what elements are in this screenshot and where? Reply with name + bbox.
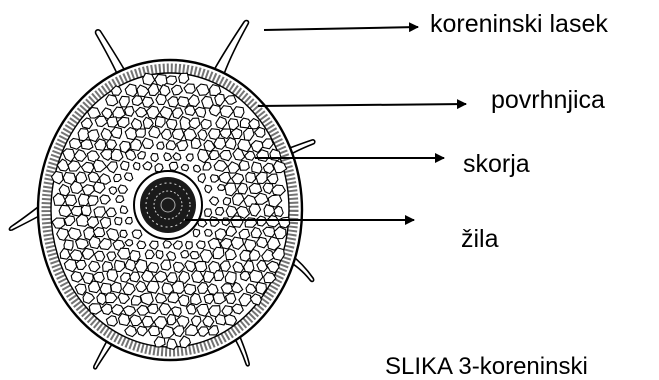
cortex-cell xyxy=(186,242,193,249)
cortex-cell xyxy=(131,296,141,306)
cortex-cell xyxy=(133,162,140,170)
cortex-cell xyxy=(125,217,132,224)
cortex-cell xyxy=(137,241,146,249)
arrow-epidermis xyxy=(258,104,466,106)
cortex-cell xyxy=(125,107,135,117)
cortex-cell xyxy=(115,217,122,225)
cortex-cell xyxy=(71,272,82,283)
cortex-cell xyxy=(252,162,262,173)
cortex-cell xyxy=(214,271,224,281)
cortex-cell xyxy=(169,162,178,170)
cortex-cell xyxy=(121,161,129,170)
cortex-cell xyxy=(81,205,91,215)
cortex-cell xyxy=(218,185,225,191)
cortex-cell xyxy=(191,138,201,149)
cortex-cell xyxy=(209,151,219,160)
cortex-cell xyxy=(119,314,130,326)
cortex-cell xyxy=(125,259,135,271)
label-cortex: skorja xyxy=(463,152,530,177)
cortex-cell xyxy=(234,107,245,118)
cortex-cell xyxy=(185,106,195,116)
cortex-cell xyxy=(210,175,218,183)
cortex-cell xyxy=(156,116,166,127)
cortex-cell xyxy=(124,173,132,181)
cortex-cell xyxy=(220,151,232,161)
vascular-bundle xyxy=(134,171,202,239)
cortex-cell xyxy=(225,315,237,326)
cortex-cell xyxy=(142,316,154,327)
cortex-cell xyxy=(157,142,164,149)
cortex-cell xyxy=(239,161,249,171)
label-root-hair: koreninski lasek xyxy=(430,12,608,37)
cortex-cell xyxy=(178,97,190,107)
figure-caption: SLIKA 3-koreninski xyxy=(385,355,588,379)
cortex-cell xyxy=(213,247,224,259)
cortex-cell xyxy=(136,129,146,138)
cortex-cell xyxy=(81,140,93,150)
cortex-cell xyxy=(167,315,176,325)
cortex-cell xyxy=(195,261,207,271)
cortex-cell xyxy=(65,195,77,206)
cortex-cell xyxy=(120,230,127,237)
cortex-cell xyxy=(151,154,159,162)
cortex-cell xyxy=(156,250,163,258)
cortex-cell xyxy=(107,117,118,127)
cortex-cell xyxy=(147,281,159,293)
cortex-cell xyxy=(172,129,184,140)
cortex-cell xyxy=(156,94,166,104)
cortex-cell xyxy=(107,270,118,282)
stele-core xyxy=(140,177,196,233)
cortex-cell xyxy=(205,209,212,217)
cortex-cell xyxy=(181,251,189,258)
cortex-cell xyxy=(226,294,236,304)
cortex-cell xyxy=(148,304,159,314)
cortex-cell xyxy=(71,206,82,216)
cortex-cell xyxy=(223,198,230,206)
cortex-cell xyxy=(190,251,199,258)
cortex-cell xyxy=(106,95,118,106)
cortex-cell xyxy=(186,154,193,161)
arrow-root-hair xyxy=(264,27,418,30)
cortex-cell xyxy=(246,172,256,183)
root-hair xyxy=(214,21,249,74)
label-epidermis: povrhnjica xyxy=(491,88,605,113)
cortex-cell xyxy=(205,229,213,236)
cortex-cell xyxy=(181,164,188,171)
cortex-cell xyxy=(130,315,142,326)
label-vascular: žila xyxy=(461,227,499,252)
cortex-cell xyxy=(116,196,124,203)
